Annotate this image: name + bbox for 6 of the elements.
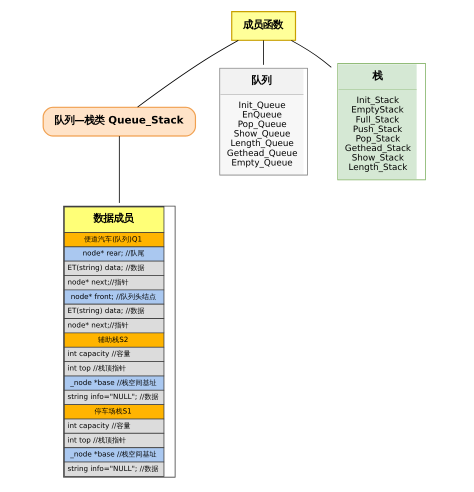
node-box: 队列—栈类 Queue_Stack	[42, 106, 196, 137]
connector	[136, 40, 238, 108]
node-box: 成员函数	[230, 11, 296, 41]
connector	[262, 40, 264, 66]
connector	[118, 136, 120, 204]
connector	[290, 40, 332, 68]
